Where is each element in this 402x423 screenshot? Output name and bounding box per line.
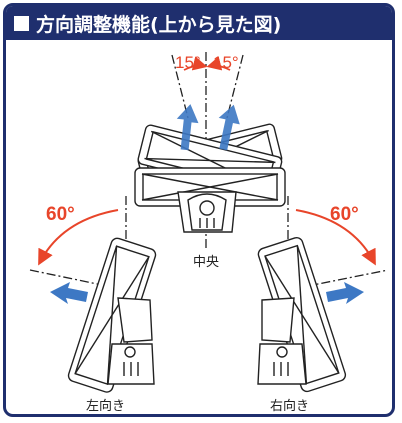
angle-right-big-label: 60°: [330, 204, 359, 225]
angle-left-big-label: 60°: [46, 204, 75, 225]
center-panel-straight: [134, 167, 286, 207]
right-facing-heater: [257, 236, 347, 393]
right-direction-arrow: [326, 282, 364, 304]
left-15-guide: [171, 54, 189, 119]
right-15-guide: [226, 54, 244, 119]
left-facing-label: 左向き: [86, 398, 125, 414]
center-heater: [134, 123, 286, 233]
left-direction-arrow: [50, 282, 88, 304]
left-facing-heater: [67, 237, 157, 393]
page-title: 方向調整機能(上から見た図): [36, 13, 282, 36]
angle-right-small-label: 15°: [213, 53, 239, 72]
title-square-icon: [14, 15, 29, 31]
center-direction-arrows: [176, 104, 240, 151]
left-60-arc: [38, 209, 119, 266]
right-15-arc: [206, 56, 231, 71]
title-bar: 方向調整機能(上から見た図): [6, 6, 392, 40]
right-facing-label: 右向き: [270, 398, 309, 414]
angle-left-small-label: 15°: [175, 53, 201, 72]
center-left-arrow: [176, 104, 199, 151]
center-label: 中央: [193, 255, 219, 270]
center-stand: [177, 191, 237, 233]
diagram-frame: 方向調整機能(上から見た図): [3, 3, 395, 417]
right-60-arc: [295, 209, 376, 266]
left-15-arc: [183, 56, 208, 71]
center-right-arrow: [218, 104, 240, 151]
